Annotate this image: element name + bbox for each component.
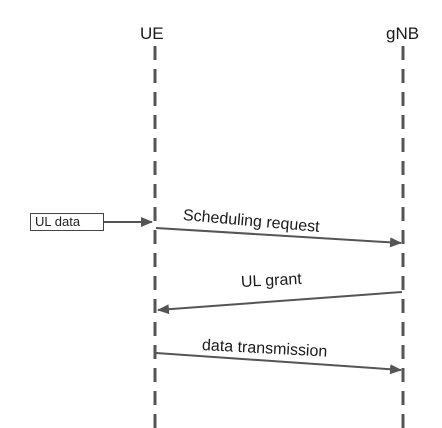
scheduling-request-arrow [155,227,402,248]
data-transmission-arrow [155,352,402,375]
ul-data-box: UL data [30,213,104,231]
ue-actor-label: UE [140,24,164,43]
ul-grant-label: UL grant [240,270,303,291]
gnb-actor-label: gNB [386,24,420,43]
ul-grant-arrow [157,291,403,315]
